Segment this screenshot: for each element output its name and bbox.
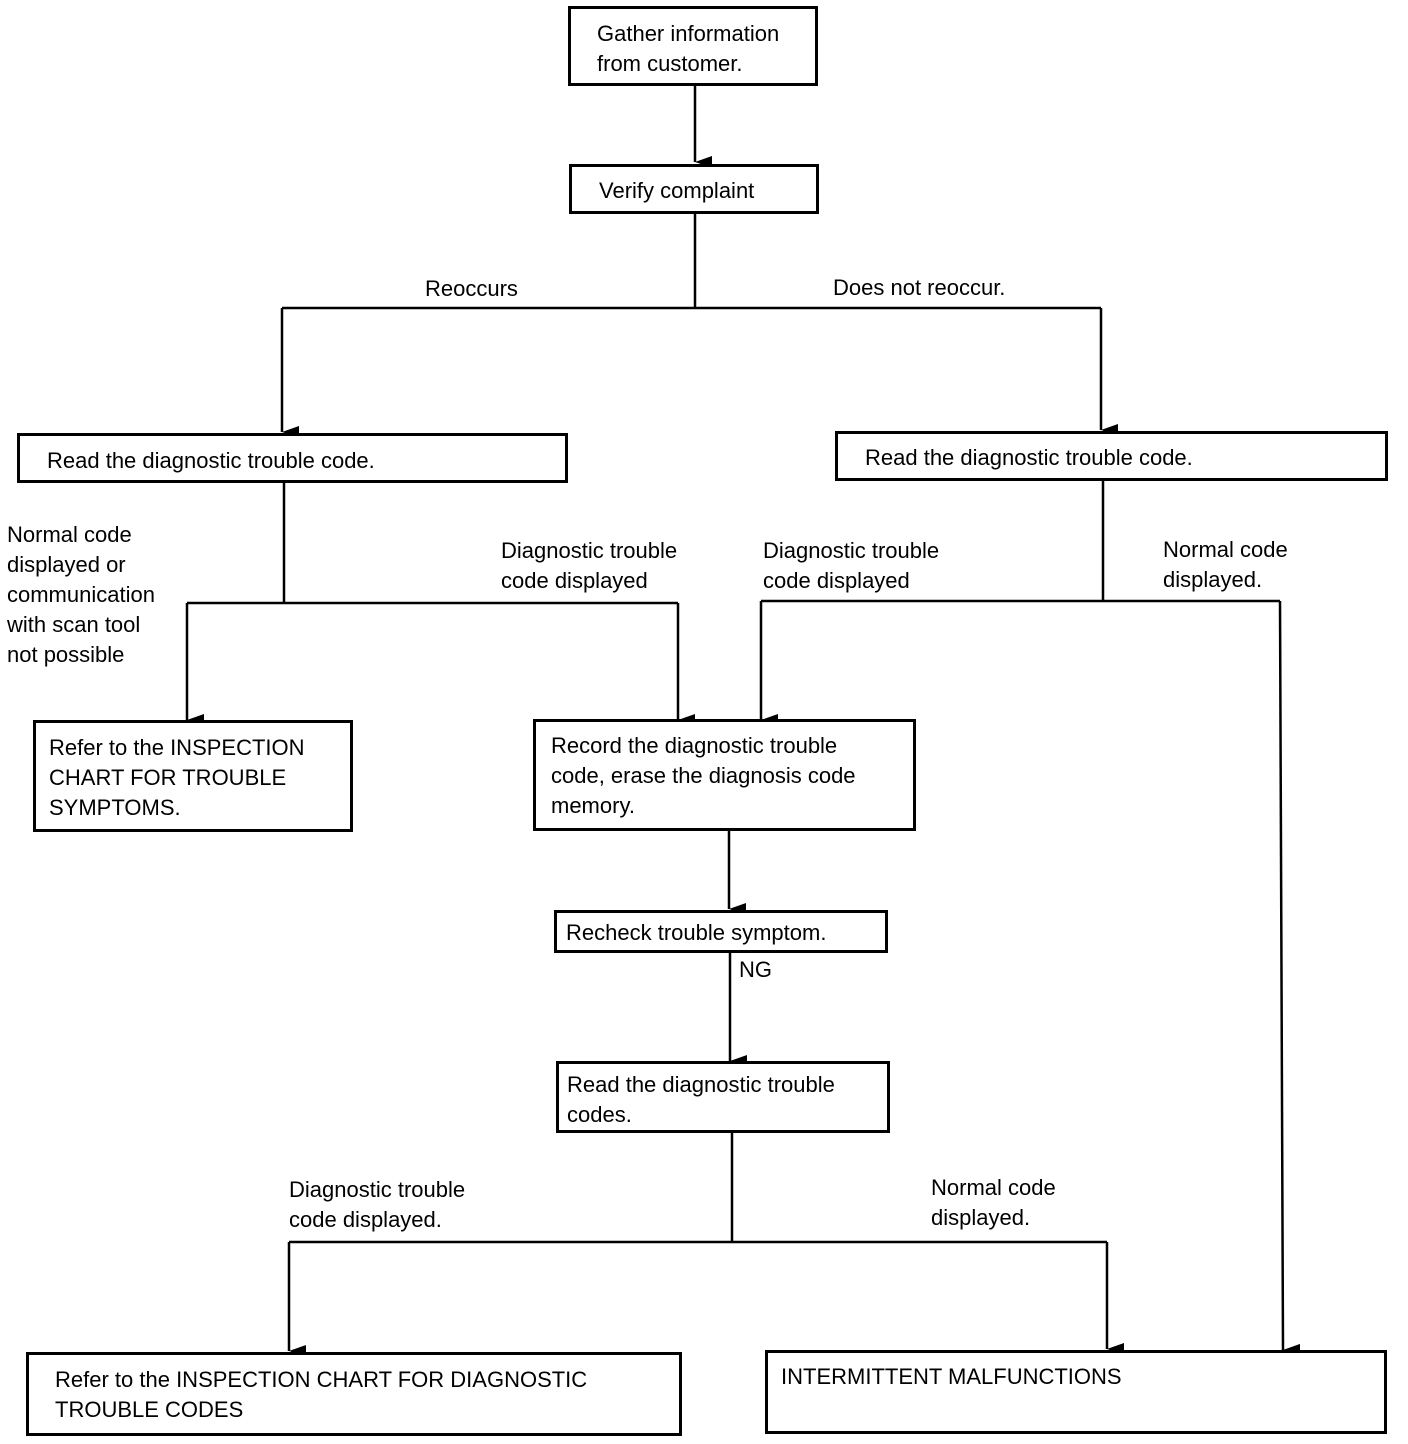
- verify-complaint-text: Verify complaint: [599, 178, 755, 203]
- label-normal-displayed-bottom: Normal code displayed.: [931, 1175, 1056, 1230]
- gather-information-box: Gather information from customer.: [568, 6, 818, 86]
- label-normal-displayed-right: Normal code displayed.: [1163, 537, 1288, 592]
- read-codes-box: Read the diagnostic trouble codes.: [556, 1061, 890, 1133]
- refer-trouble-symptoms-text: Refer to the INSPECTION CHART FOR TROUBL…: [49, 735, 305, 820]
- label-dtc-displayed-left: Diagnostic trouble code displayed: [501, 538, 678, 593]
- read-code-left-box: Read the diagnostic trouble code.: [17, 433, 568, 483]
- label-does-not-reoccur: Does not reoccur.: [833, 275, 1006, 300]
- intermittent-malfunctions-text: INTERMITTENT MALFUNCTIONS: [781, 1364, 1122, 1389]
- read-code-right-box: Read the diagnostic trouble code.: [835, 431, 1388, 481]
- verify-complaint-box: Verify complaint: [569, 164, 819, 214]
- gather-information-text: Gather information from customer.: [597, 21, 780, 76]
- label-normal-or-communication: Normal code displayed or communication w…: [7, 522, 155, 667]
- read-code-left-text: Read the diagnostic trouble code.: [47, 448, 375, 473]
- recheck-symptom-box: Recheck trouble symptom.: [554, 910, 888, 953]
- label-dtc-displayed-right: Diagnostic trouble code displayed: [763, 538, 940, 593]
- refer-dtc-text: Refer to the INSPECTION CHART FOR DIAGNO…: [55, 1367, 588, 1422]
- refer-trouble-symptoms-box: Refer to the INSPECTION CHART FOR TROUBL…: [33, 720, 353, 832]
- read-codes-text: Read the diagnostic trouble codes.: [567, 1072, 835, 1127]
- recheck-symptom-text: Recheck trouble symptom.: [566, 920, 827, 945]
- refer-dtc-box: Refer to the INSPECTION CHART FOR DIAGNO…: [26, 1352, 682, 1436]
- read-code-right-text: Read the diagnostic trouble code.: [865, 445, 1193, 470]
- label-reoccurs: Reoccurs: [425, 276, 518, 301]
- intermittent-malfunctions-box: INTERMITTENT MALFUNCTIONS: [765, 1350, 1387, 1434]
- record-erase-text: Record the diagnostic trouble code, eras…: [551, 733, 856, 818]
- record-erase-box: Record the diagnostic trouble code, eras…: [533, 719, 916, 831]
- arrow-to-intermittent-right: [1278, 600, 1301, 1356]
- label-dtc-displayed-bottom: Diagnostic trouble code displayed.: [289, 1177, 466, 1232]
- label-ng: NG: [739, 957, 772, 982]
